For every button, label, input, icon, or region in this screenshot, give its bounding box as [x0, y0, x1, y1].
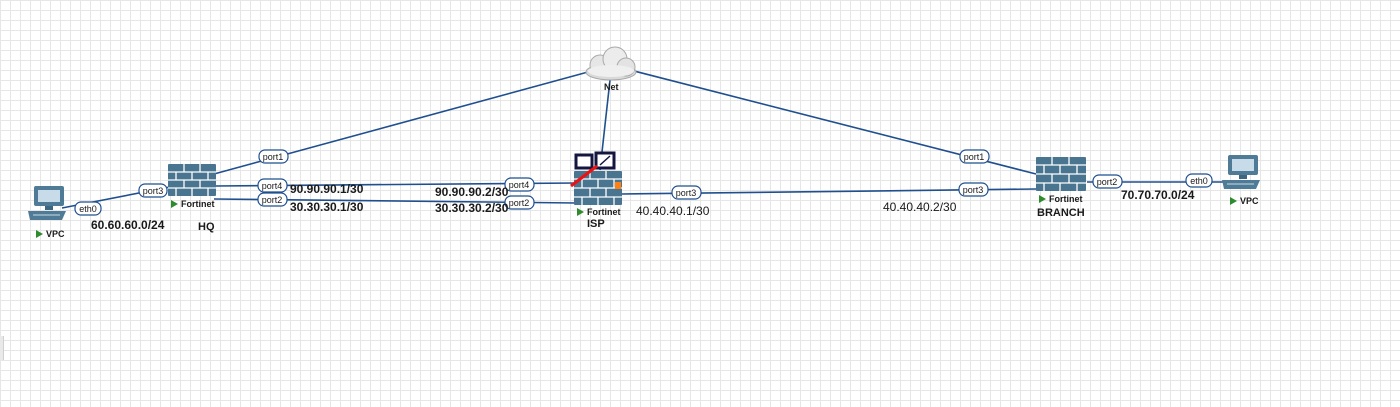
branch-type-label: Fortinet — [1049, 194, 1083, 204]
network-label: 60.60.60.0/24 — [91, 218, 165, 232]
isp-name-label: ISP — [587, 218, 605, 230]
branch-firewall[interactable]: Fortinet BRANCH — [1036, 157, 1086, 219]
vpc-right[interactable]: VPC — [1222, 155, 1260, 206]
port-label[interactable]: port4 — [257, 178, 288, 193]
port-label-text: port1 — [964, 152, 985, 162]
running-status-icon — [1039, 195, 1046, 203]
port-label-text: port3 — [963, 185, 984, 195]
computer-icon — [28, 186, 66, 220]
port-label-text: port3 — [143, 186, 164, 196]
branch-name-label: BRANCH — [1037, 207, 1085, 219]
port-label-text: port4 — [509, 180, 530, 190]
vpc-left-label: VPC — [46, 229, 65, 239]
hq-type-label: Fortinet — [181, 199, 215, 209]
running-status-icon — [36, 230, 43, 238]
net-cloud[interactable]: Net — [585, 46, 637, 92]
firewall-icon — [168, 164, 216, 196]
port-label[interactable]: port4 — [504, 177, 535, 192]
computer-icon — [1222, 155, 1260, 189]
port-label[interactable]: eth0 — [1185, 173, 1213, 188]
port-label-text: port1 — [263, 152, 284, 162]
firewall-icon — [574, 171, 622, 205]
port-label[interactable]: port3 — [138, 183, 168, 198]
firewall-icon — [1036, 157, 1086, 191]
port-label-text: eth0 — [79, 204, 97, 214]
node-hover-toolbar — [570, 151, 616, 188]
console-button-icon[interactable] — [574, 153, 594, 170]
network-label: 90.90.90.1/30 — [290, 182, 364, 196]
vpc-left[interactable]: VPC — [28, 186, 66, 239]
hq-firewall[interactable]: Fortinet HQ — [168, 164, 216, 233]
port-label[interactable]: eth0 — [74, 201, 102, 216]
port-label-text: port2 — [1097, 177, 1118, 187]
cloud-label: Net — [604, 82, 619, 92]
port-label[interactable]: port3 — [958, 182, 989, 197]
port-label[interactable]: port3 — [671, 185, 702, 200]
isp-type-label: Fortinet — [587, 207, 621, 217]
port-label[interactable]: port2 — [504, 195, 535, 210]
port-label[interactable]: port2 — [1092, 174, 1123, 189]
cloud-icon — [585, 46, 637, 81]
running-status-icon — [171, 200, 178, 208]
isp-firewall[interactable]: Fortinet ISP — [570, 151, 622, 230]
port-label-text: port4 — [262, 181, 283, 191]
port-label-text: eth0 — [1190, 176, 1208, 186]
side-panel-handle[interactable] — [0, 336, 4, 360]
port-label[interactable]: port2 — [257, 192, 288, 207]
port-label-text: port2 — [509, 198, 530, 208]
port-label-text: port3 — [676, 188, 697, 198]
network-label: 30.30.30.2/30 — [435, 201, 509, 215]
link-connector-handle-icon[interactable] — [615, 182, 621, 189]
port-label-text: port2 — [262, 195, 283, 205]
port-label[interactable]: port1 — [258, 149, 289, 164]
pointer-arrow-icon — [570, 164, 598, 188]
network-label: 40.40.40.2/30 — [883, 200, 957, 214]
network-label: 90.90.90.2/30 — [435, 185, 509, 199]
port-label[interactable]: port1 — [959, 149, 990, 164]
running-status-icon — [1230, 197, 1237, 205]
hq-name-label: HQ — [198, 221, 215, 233]
network-label: 40.40.40.1/30 — [636, 204, 710, 218]
vpc-right-label: VPC — [1240, 196, 1259, 206]
network-label: 70.70.70.0/24 — [1121, 188, 1195, 202]
network-label: 30.30.30.1/30 — [290, 200, 364, 214]
running-status-icon — [577, 208, 584, 216]
